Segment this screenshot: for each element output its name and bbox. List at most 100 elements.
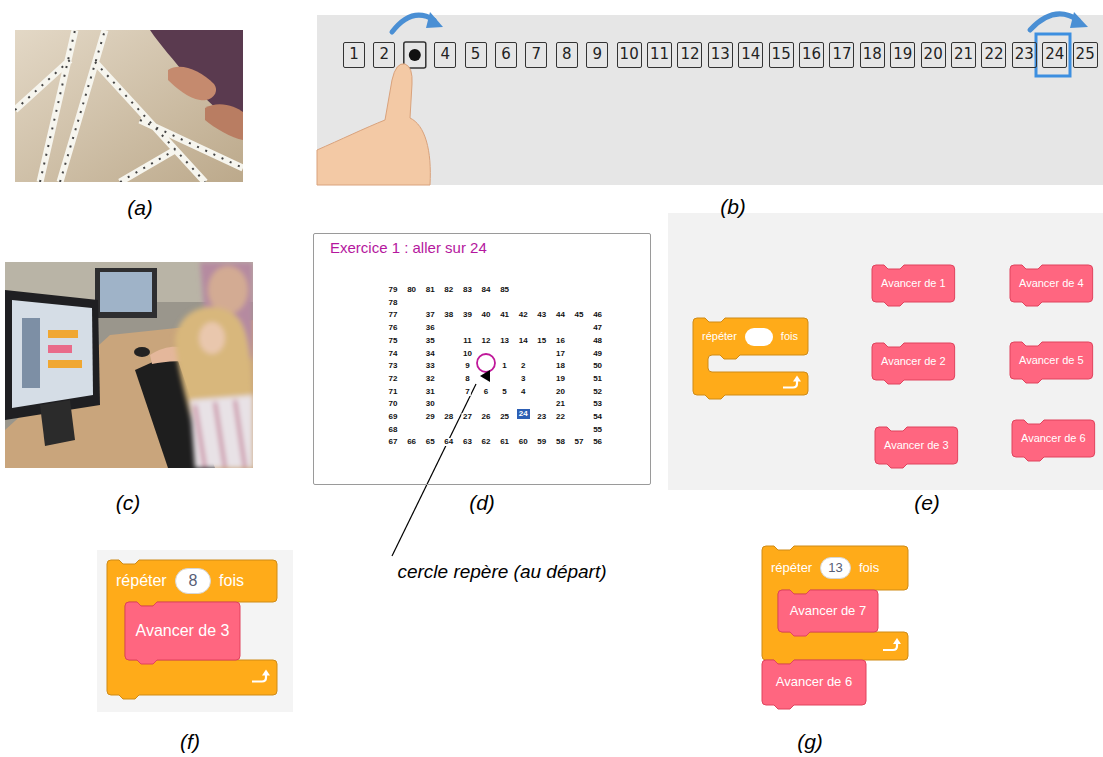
cell-number: 15 [772, 46, 791, 63]
label-anchor: 67 [388, 430, 399, 448]
strip-marks [15, 30, 243, 182]
spiral-number: 40 [481, 311, 492, 319]
block-outline [125, 602, 240, 664]
repeat-block: 8Avancer de 3répéterfois [107, 560, 277, 695]
spiral-number: 36 [425, 324, 436, 332]
label-anchor: 4 [520, 380, 526, 398]
spiral-number: 37 [425, 311, 436, 319]
spiral-number: 14 [518, 337, 529, 345]
spiral-number: 77 [388, 311, 399, 319]
spiral-number: 54 [592, 413, 603, 421]
move-block: Avancer de 7 [778, 590, 878, 632]
spiral-number: 71 [388, 388, 399, 396]
cell-number: 12 [680, 46, 699, 63]
monitor-back [95, 268, 157, 318]
number-line-cell: 6 [495, 42, 517, 68]
spiral-number: 7 [464, 388, 470, 396]
spiral-number: 45 [574, 311, 585, 319]
block-outline [872, 265, 955, 306]
editor-ground [668, 213, 1103, 490]
label-anchor: 38 [443, 303, 454, 321]
label-anchor: 25 [499, 405, 510, 423]
spiral-number: 47 [592, 324, 603, 332]
label-anchor: 60 [518, 430, 529, 448]
block-keyword: répéter [771, 561, 812, 576]
number-line-cell: 24 [1042, 42, 1067, 68]
spiral-number: 16 [555, 337, 566, 345]
label-anchor: 20 [555, 380, 566, 398]
block-label: Avancer de 2 [881, 355, 946, 368]
number-line-cell: 15 [769, 42, 794, 68]
cell-number: 14 [741, 46, 760, 63]
repeat-block: répéterfois [693, 318, 808, 395]
spiral-number: 23 [536, 413, 547, 421]
number-line-cell: 11 [647, 42, 672, 68]
spiral-number: 10 [462, 350, 473, 358]
label-anchor: cercle repère (au départ) [397, 561, 606, 583]
move-block: Avancer de 6 [762, 660, 866, 705]
child-face [199, 322, 225, 354]
target-number: 24 [519, 409, 528, 418]
cell-number: 24 [1045, 46, 1064, 63]
block-keyword: répéter [116, 572, 167, 590]
block-outline [872, 343, 955, 384]
pointing-hand [317, 64, 430, 185]
spiral-number: 49 [592, 350, 603, 358]
block-outline [778, 590, 878, 636]
cell-number: 20 [924, 46, 943, 63]
arrow-head [426, 12, 443, 28]
block-outline [1010, 342, 1093, 383]
wall [5, 262, 253, 468]
number-slot [175, 568, 211, 594]
stripe [195, 400, 245, 468]
label-anchor: 42 [518, 303, 529, 321]
cell-number: 11 [650, 46, 669, 63]
label-anchor: 45 [574, 303, 585, 321]
spiral-number: 28 [443, 413, 454, 421]
exercise-title: Exercice 1 : aller sur 24 [330, 239, 487, 256]
number-line-cell: 20 [921, 42, 946, 68]
spiral-number: 2 [520, 362, 526, 370]
number-line-cell: 12 [677, 42, 702, 68]
block-label: Avancer de 3 [884, 439, 949, 452]
panel-caption: (e) [914, 491, 940, 514]
cell-number: 2 [380, 46, 390, 63]
label-anchor: 69 [388, 405, 399, 423]
cell-number: 22 [984, 46, 1003, 63]
label-anchor: 56 [592, 430, 603, 448]
label-anchor: 65 [425, 430, 436, 448]
label-anchor: (g) [797, 730, 823, 754]
spiral-number: 68 [388, 426, 399, 434]
editor-ground [97, 550, 293, 712]
monitor-stand [40, 400, 75, 446]
label-anchor: 8 [464, 367, 470, 385]
label-anchor: 70 [388, 392, 399, 410]
label-anchor: 58 [555, 430, 566, 448]
number-line-cell: 13 [708, 42, 733, 68]
loop-icon [252, 670, 270, 682]
block-outline [762, 546, 908, 664]
spiral-number: 30 [425, 400, 436, 408]
label-anchor: 9 [464, 354, 470, 372]
spiral-number: 34 [425, 350, 436, 358]
block-label: Avancer de 5 [1019, 354, 1084, 367]
number-line-cell: 1 [343, 42, 365, 68]
spiral-number: 64 [443, 438, 454, 446]
label-anchor: 64 [443, 430, 454, 448]
loop-icon [883, 638, 901, 650]
label-anchor: (f) [180, 730, 200, 754]
spiral-number: 53 [592, 400, 603, 408]
spiral-number: 65 [425, 438, 436, 446]
loop-icon-head [893, 638, 901, 644]
label-anchor: 78 [388, 291, 399, 309]
block-outline [1012, 420, 1095, 461]
spiral-number: 46 [592, 311, 603, 319]
spiral-number: 21 [555, 400, 566, 408]
label-anchor: 84 [481, 278, 492, 296]
cell-number: 9 [592, 46, 602, 63]
label-anchor: 6 [483, 380, 489, 398]
cell-number: 7 [532, 46, 542, 63]
hand [168, 67, 216, 100]
move-block: Avancer de 5 [1010, 342, 1093, 379]
cell-number: 6 [501, 46, 511, 63]
